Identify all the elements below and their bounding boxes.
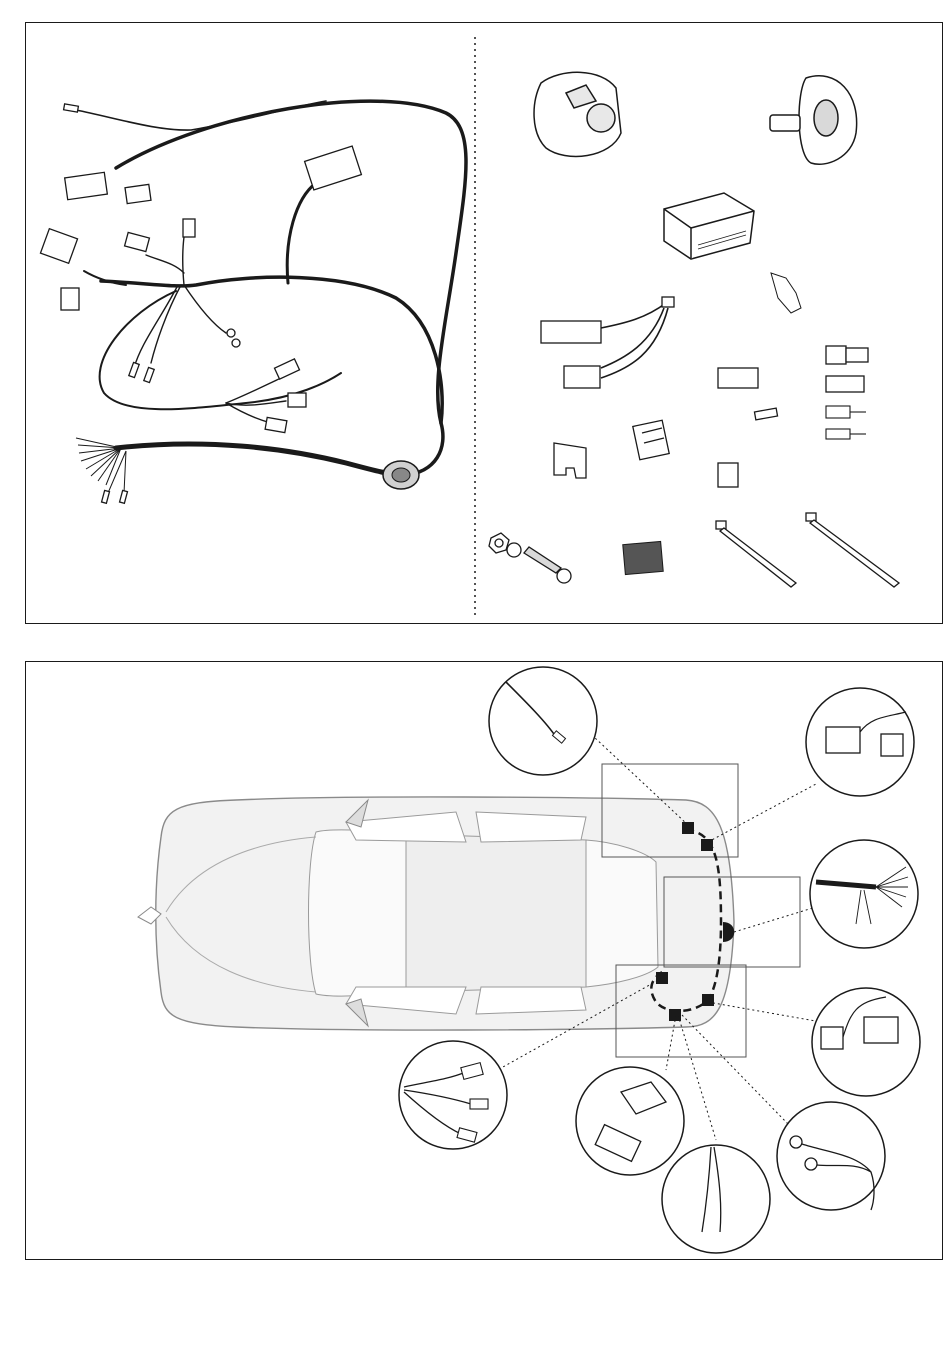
callout-open-wire-bundle-socket: [810, 840, 918, 948]
installation-layout-panel: [25, 661, 943, 1260]
callout-two-wire-terminal: [662, 1145, 770, 1253]
callout-single-wire-terminal: [489, 667, 597, 775]
grommet: [383, 461, 419, 489]
adapter-cable: [541, 297, 674, 388]
callout-ground-ring-terminals: [777, 1102, 885, 1210]
bolt-nut-washer: [489, 533, 571, 583]
callout-bullet-connector-set: [399, 1041, 507, 1149]
plug-connector: [65, 172, 108, 199]
kit-contents-panel: [25, 22, 943, 624]
callout-plug-connector-right: [812, 988, 920, 1096]
socket-base: [770, 76, 857, 164]
cable-tie-long: [806, 513, 899, 587]
mounting-bracket: [771, 273, 801, 313]
multi-connector-plugs: [40, 146, 361, 433]
large-multi-pin-connector: [305, 146, 362, 190]
cable-tie-short: [716, 521, 796, 587]
callout-plug-connector-left: [806, 688, 914, 796]
car-top-view: [138, 797, 734, 1030]
callout-control-module-connector: [576, 1067, 684, 1175]
fuse-holder: [633, 420, 669, 459]
installation-drawing: [26, 662, 944, 1261]
adhesive-pad: [623, 541, 663, 574]
kit-contents-drawing: [26, 23, 944, 625]
fuse: [554, 443, 586, 478]
control-module: [664, 193, 754, 259]
terminals: [826, 406, 866, 439]
socket-cover: [534, 72, 621, 156]
